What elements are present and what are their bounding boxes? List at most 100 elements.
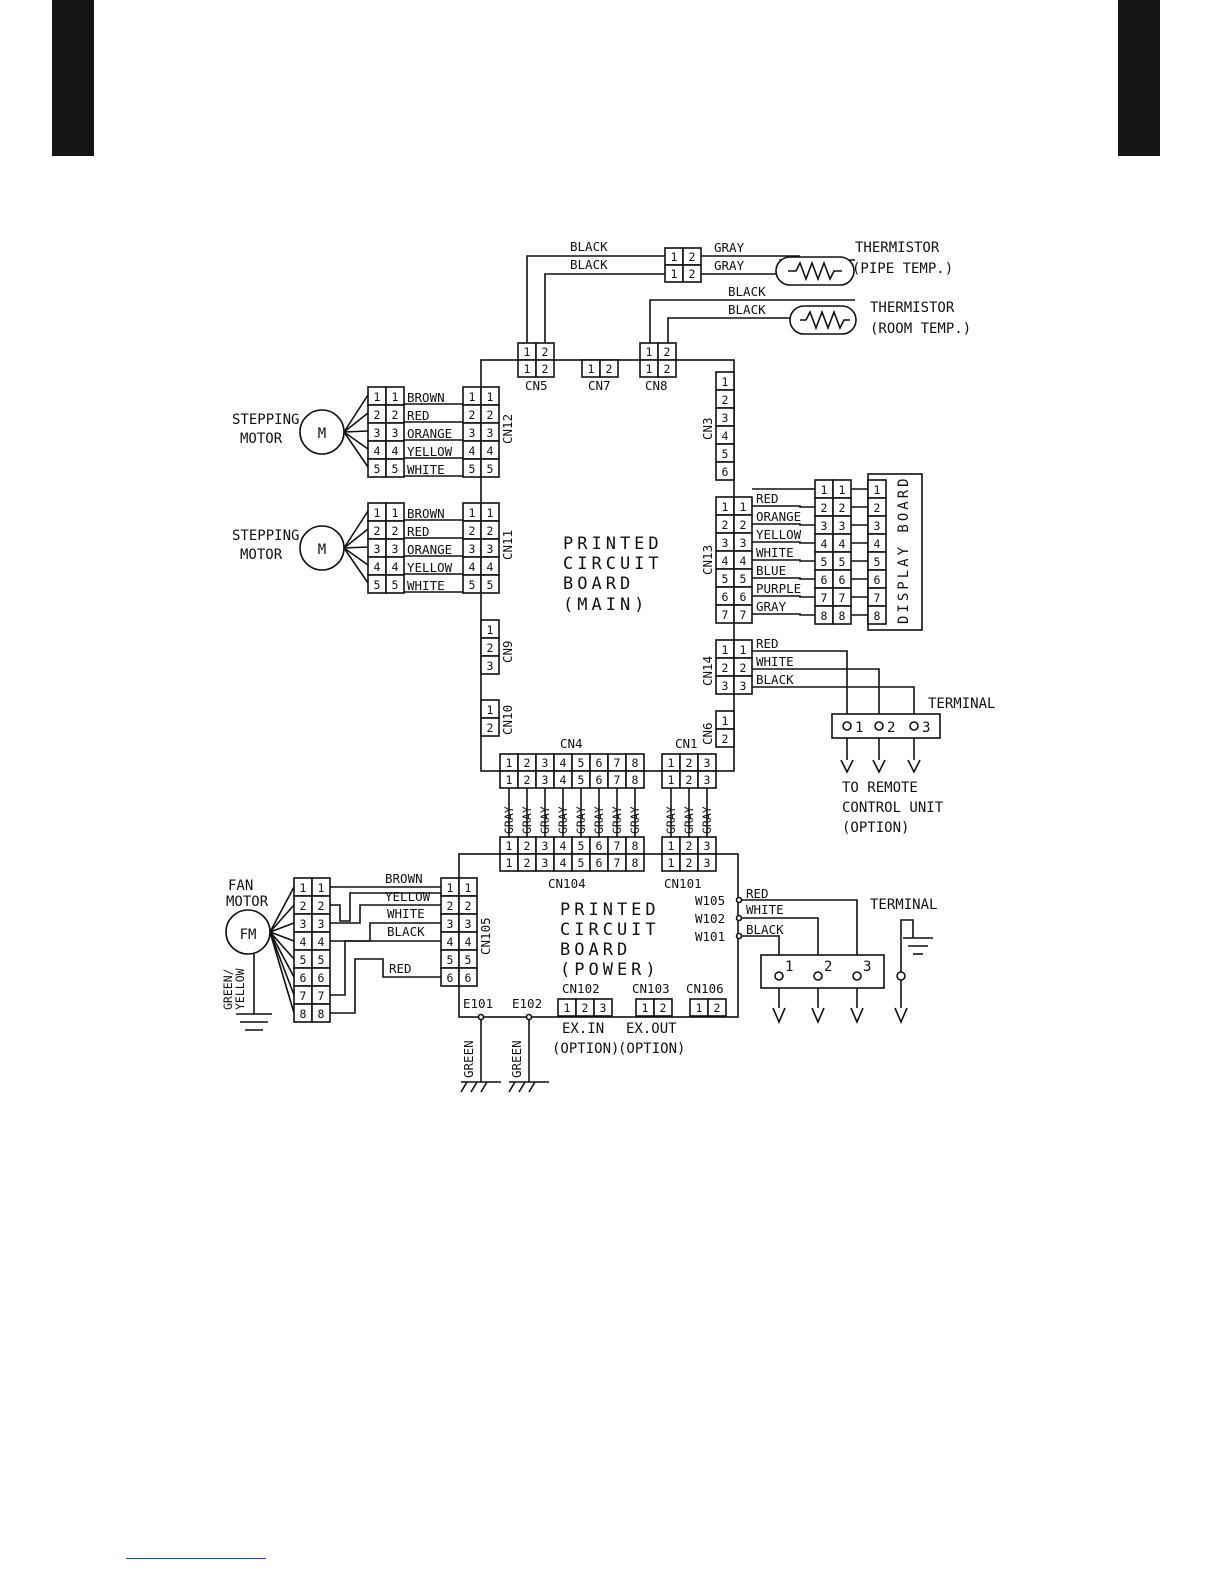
cn1-label: CN1: [675, 736, 698, 751]
wire-path: [752, 577, 815, 580]
pin-number: 1: [506, 839, 513, 853]
pin-number: 1: [469, 390, 476, 404]
pin-number: 8: [821, 609, 828, 623]
pin-number: 7: [740, 608, 747, 622]
pin-number: 5: [740, 572, 747, 586]
pin-number: 2: [374, 524, 381, 538]
stepping-motor-label: MOTOR: [240, 547, 283, 563]
wire-path: [526, 255, 665, 343]
w101-label: W101: [695, 929, 725, 944]
pin-number: 3: [839, 519, 846, 533]
wire-label-brown: BROWN: [407, 506, 445, 521]
pin-number: 4: [392, 560, 399, 574]
wire-label-green-yellow: GREEN/: [221, 968, 235, 1010]
pin-number: 2: [487, 721, 494, 735]
power-board-label: (POWER): [560, 960, 660, 980]
wire-path: [330, 958, 441, 1014]
pin-number: 1: [839, 483, 846, 497]
connection-point-icon: [735, 932, 743, 940]
wire-label-gray: GRAY: [714, 258, 745, 273]
pin-number: 1: [506, 773, 513, 787]
cn12-label: CN12: [500, 414, 515, 444]
pin-number: 2: [689, 250, 696, 264]
wire-path: [900, 919, 914, 972]
wire-label-yellow: YELLOW: [756, 527, 802, 542]
wire-label-gray: GRAY: [520, 806, 534, 834]
pin-number: 2: [722, 393, 729, 407]
wire-segment: [518, 1081, 526, 1093]
pin-number: 4: [374, 560, 381, 574]
stepping-motor-label: MOTOR: [240, 431, 283, 447]
wire-segment: [343, 431, 369, 468]
wire-path: [741, 917, 819, 970]
pin-number: 1: [740, 500, 747, 514]
wire-segment: [343, 394, 369, 433]
pin-number: 4: [560, 856, 567, 870]
cn5-label: CN5: [525, 378, 548, 393]
pin-number: 5: [318, 953, 325, 967]
wire-label-orange: ORANGE: [756, 509, 801, 524]
terminal-screw-icon: [852, 971, 862, 981]
arrow-down-icon: [772, 1007, 786, 1025]
cn103-label: CN103: [632, 981, 670, 996]
terminal-block-outline: [760, 954, 885, 989]
room-temp-label: (ROOM TEMP.): [870, 321, 971, 337]
connector-pin: [625, 853, 645, 872]
pin-number: 2: [487, 408, 494, 422]
wire-label-black: BLACK: [728, 302, 766, 317]
pin-number: 4: [318, 935, 325, 949]
wire-path: [330, 904, 441, 924]
wire-segment: [508, 1081, 516, 1093]
component-symbols: [225, 256, 921, 1025]
e101-label: E101: [463, 996, 493, 1011]
terminal-screw-icon: [842, 721, 852, 731]
arrow-down-icon: [872, 759, 886, 774]
pin-number: 2: [487, 524, 494, 538]
cn11-label: CN11: [500, 530, 515, 560]
pin-number: 7: [614, 773, 621, 787]
terminal-pin-label: 1: [855, 720, 863, 736]
connector-pin: [733, 604, 753, 624]
pin-number: 3: [722, 679, 729, 693]
main-board-label: BOARD: [563, 574, 634, 594]
pin-number: 4: [821, 537, 828, 551]
pin-number: 2: [686, 856, 693, 870]
pin-number: 5: [578, 773, 585, 787]
pin-number: 3: [722, 536, 729, 550]
wire-path: [752, 668, 880, 720]
pin-number: 3: [704, 773, 711, 787]
wire-path: [752, 505, 815, 508]
pin-number: 2: [318, 899, 325, 913]
connector-pin: [832, 605, 852, 625]
connection-point-icon: [735, 896, 743, 904]
pin-number: 2: [664, 345, 671, 359]
pin-number: 5: [465, 953, 472, 967]
pin-number: 8: [839, 609, 846, 623]
pin-number: 1: [487, 623, 494, 637]
fan-motor-icon: [225, 909, 271, 955]
pin-number: 8: [874, 609, 881, 623]
connector-pin: [311, 1003, 331, 1023]
terminal-screw-icon: [813, 971, 823, 981]
wire-label-orange: ORANGE: [407, 426, 452, 441]
pin-number: 7: [614, 839, 621, 853]
pin-number: 5: [469, 578, 476, 592]
wire-label-white: WHITE: [407, 578, 445, 593]
pin-number: 5: [839, 555, 846, 569]
connector-pin: [707, 998, 727, 1017]
e102-label: E102: [512, 996, 542, 1011]
pin-number: 3: [704, 839, 711, 853]
power-board-label: CIRCUIT: [560, 920, 660, 940]
pin-number: 1: [740, 643, 747, 657]
wire-label-black: BLACK: [570, 257, 608, 272]
pin-number: 1: [874, 483, 881, 497]
wire-path: [330, 940, 441, 996]
pin-number: 2: [660, 1001, 667, 1015]
pin-number: 3: [542, 756, 549, 770]
cn6-label: CN6: [700, 722, 715, 745]
connector-pin: [657, 359, 677, 378]
wire-label-gray: GRAY: [556, 806, 570, 834]
wire-label-orange: ORANGE: [407, 542, 452, 557]
